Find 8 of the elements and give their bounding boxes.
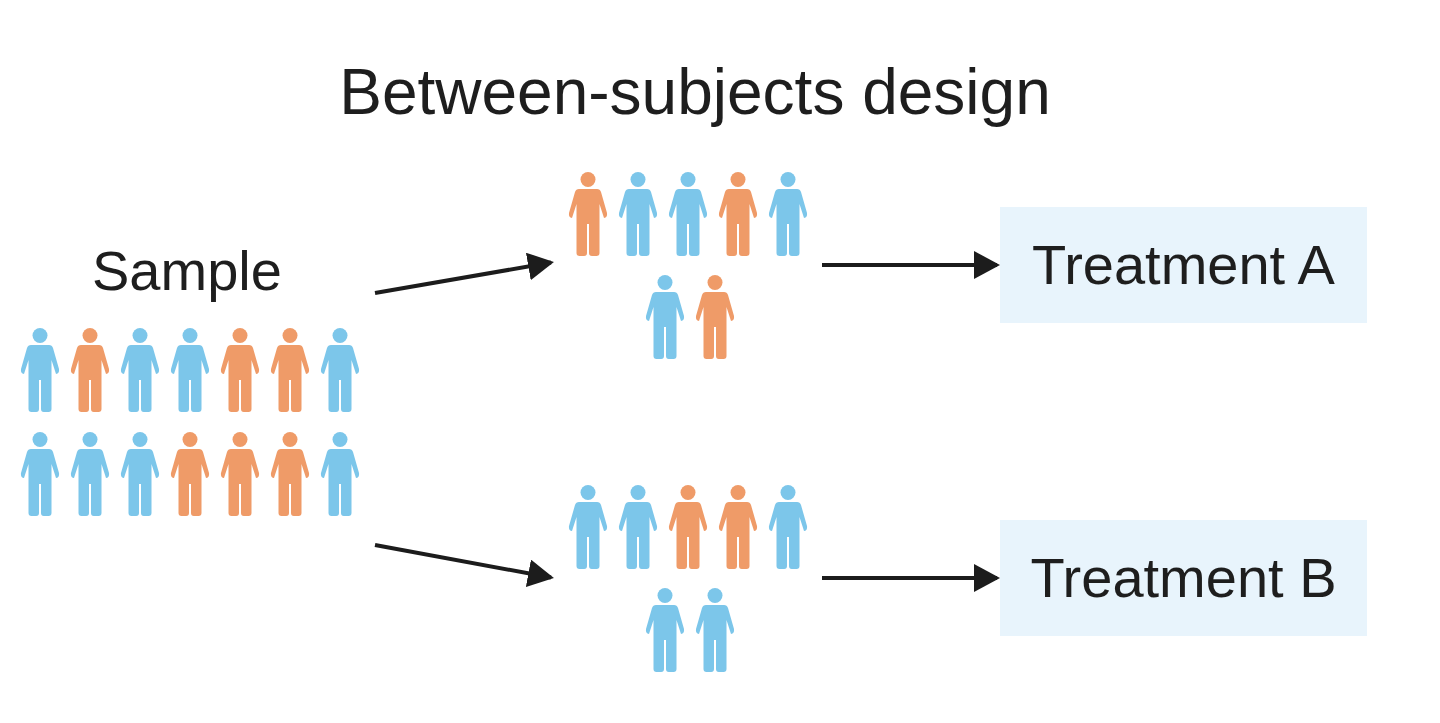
treatment-box [1000,520,1367,636]
arrow [822,564,1000,592]
arrow [374,543,554,588]
arrow [822,251,1000,279]
treatment-label: Treatment B [1030,550,1337,606]
arrow [374,252,554,295]
treatment-label: Treatment A [1032,237,1335,293]
treatment-box [1000,207,1367,323]
